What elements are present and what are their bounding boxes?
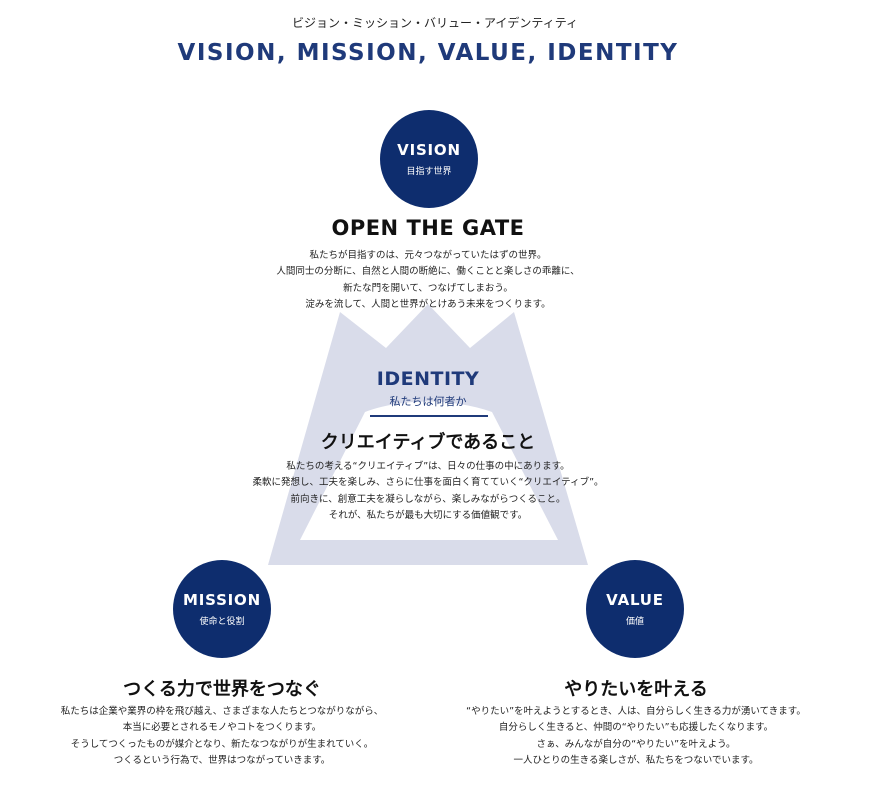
page-title: VISION, MISSION, VALUE, IDENTITY: [177, 40, 679, 66]
mission-body: 私たちは企業や業界の枠を飛び越え、さまざまな人たちとつながりながら、 本当に必要…: [61, 704, 384, 769]
identity-sublabel: 私たちは何者か: [389, 395, 467, 408]
vision-sublabel: 目指す世界: [406, 167, 452, 177]
mission-body-line: そうしてつくったものが媒介となり、新たなつながりが生まれていく。: [70, 738, 374, 750]
vision-body-line: 淀みを流して、人間と世界がとけあう未来をつくります。: [305, 298, 551, 310]
identity-body-line: それが、私たちが最も大切にする価値観です。: [328, 509, 528, 521]
value-body-line: 自分らしく生きると、仲間の“やりたい”も応援したくなります。: [498, 722, 774, 734]
identity-body-line: 前向きに、創意工夫を凝らしながら、楽しみながらつくること。: [290, 493, 566, 505]
identity-underline: [370, 415, 488, 417]
value-body: “やりたい”を叶えようとするとき、人は、自分らしく生きる力が湧いてきます。 自分…: [466, 704, 806, 769]
value-body-line: さぁ、みんなが自分の“やりたい”を叶えよう。: [536, 738, 736, 750]
mission-body-line: 私たちは企業や業界の枠を飛び越え、さまざまな人たちとつながりながら、: [60, 706, 384, 717]
page-subtitle: ビジョン・ミッション・バリュー・アイデンティティ: [292, 16, 578, 30]
mission-heading: つくる力で世界をつなぐ: [123, 679, 321, 700]
value-body-line: 一人ひとりの生きる楽しさが、私たちをつないでいます。: [513, 754, 759, 766]
vision-body-line: 新たな門を開いて、つなげてしまおう。: [343, 282, 513, 294]
vision-body-line: 私たちが目指すのは、元々つながっていたはずの世界。: [309, 250, 547, 261]
mission-label: MISSION: [183, 591, 261, 609]
mission-sublabel: 使命と役割: [199, 617, 245, 627]
identity-heading: クリエイティブであること: [320, 432, 536, 453]
value-label: VALUE: [606, 591, 664, 609]
value-circle: VALUE 価値: [586, 560, 684, 658]
identity-body: 私たちの考える“クリエイティブ”は、日々の仕事の中にあります。 柔軟に発想し、工…: [252, 459, 603, 524]
mission-circle: MISSION 使命と役割: [173, 560, 271, 658]
value-body-line: “やりたい”を叶えようとするとき、人は、自分らしく生きる力が湧いてきます。: [466, 706, 806, 717]
vision-body: 私たちが目指すのは、元々つながっていたはずの世界。 人間同士の分断に、自然と人間…: [276, 248, 579, 313]
mission-body-line: つくるという行為で、世界はつながっていきます。: [113, 754, 331, 766]
identity-body-line: 私たちの考える“クリエイティブ”は、日々の仕事の中にあります。: [286, 461, 570, 472]
vision-circle: VISION 目指す世界: [380, 110, 478, 208]
vision-label: VISION: [397, 141, 461, 159]
vision-heading: OPEN THE GATE: [331, 216, 525, 240]
identity-body-line: 柔軟に発想し、工夫を楽しみ、さらに仕事を面白く育てていく“クリエイティブ”。: [252, 477, 604, 489]
mission-body-line: 本当に必要とされるモノやコトをつくります。: [122, 722, 322, 734]
identity-label: IDENTITY: [376, 368, 480, 390]
vision-body-line: 人間同士の分断に、自然と人間の断絶に、働くことと楽しさの乖離に、: [276, 266, 580, 278]
value-sublabel: 価値: [625, 617, 644, 627]
value-heading: やりたいを叶える: [564, 679, 708, 700]
